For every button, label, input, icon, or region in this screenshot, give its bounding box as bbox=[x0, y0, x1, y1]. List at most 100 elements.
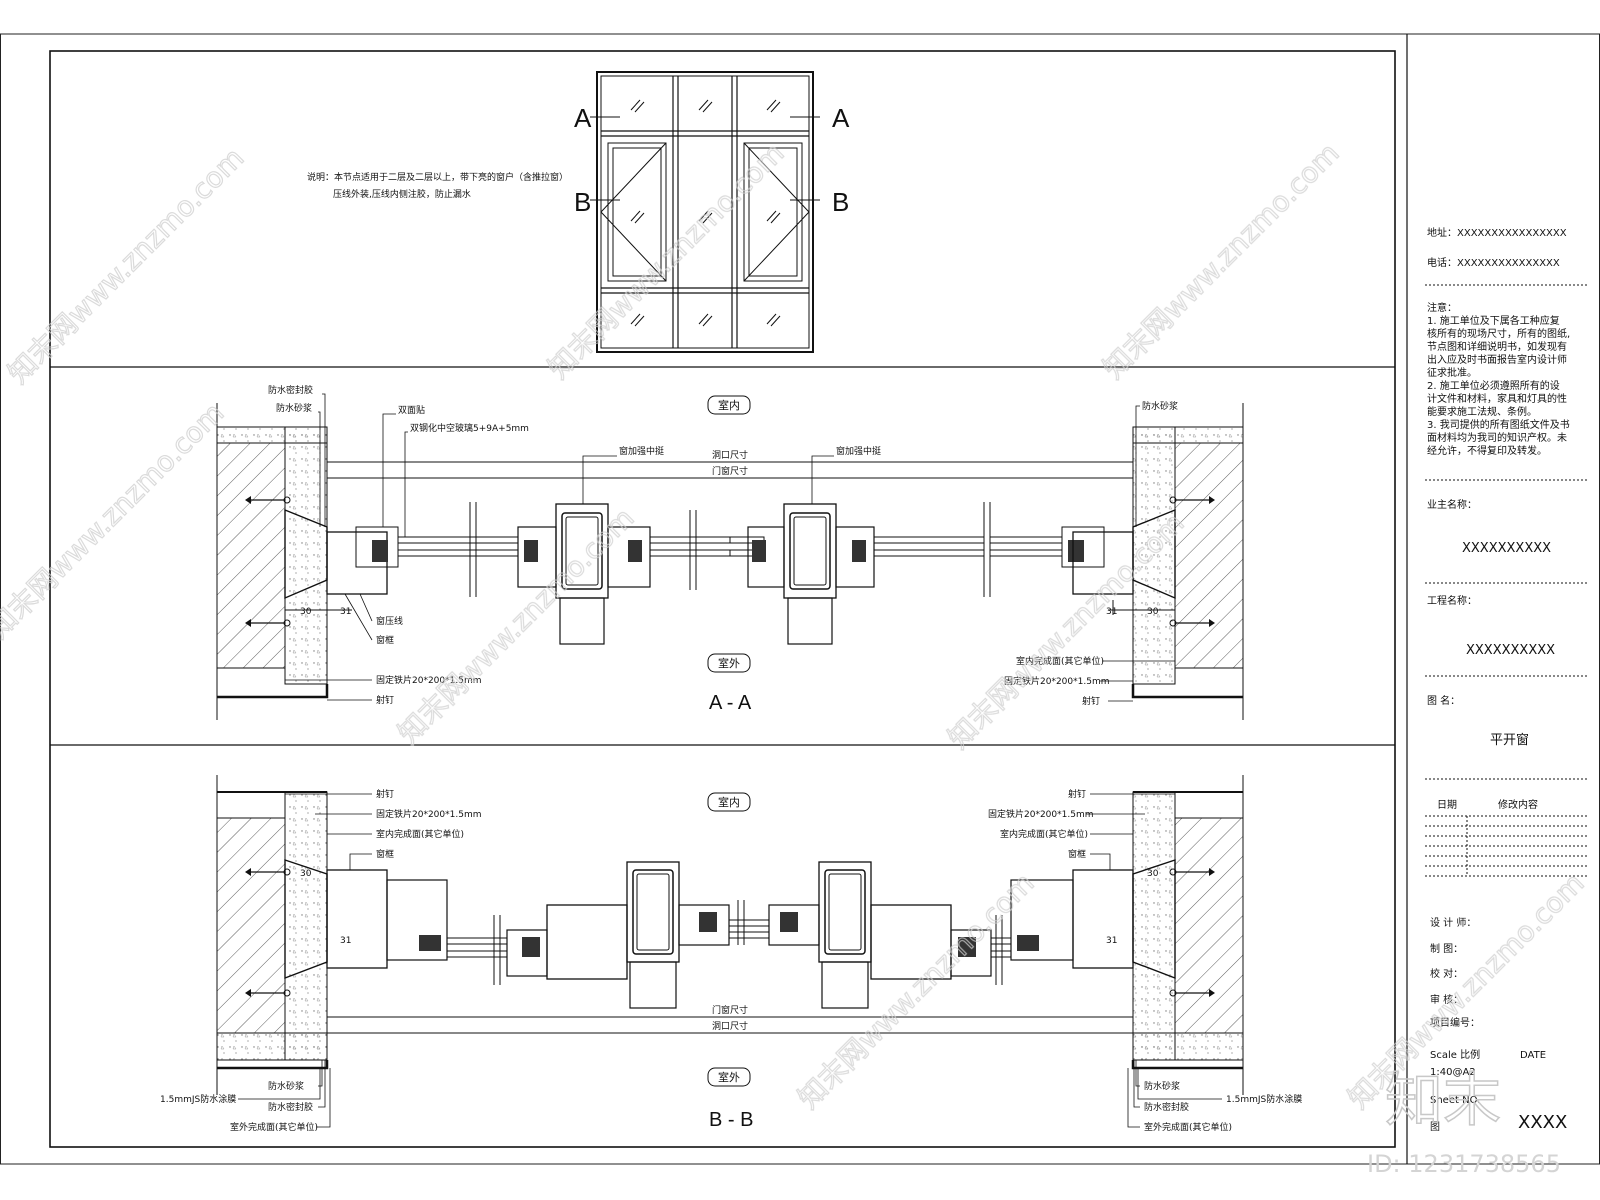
bb-label-rt-1: 固定铁片20*200*1.5mm bbox=[988, 808, 1093, 820]
watermark-text-1: 知末网www.znzmo.com bbox=[2, 141, 251, 390]
drawing-frame bbox=[49, 50, 1396, 1148]
aa-indoor: 室内 bbox=[718, 398, 740, 412]
aa-dim-30-left: 30 bbox=[300, 607, 312, 617]
tb-date-label: DATE bbox=[1520, 1050, 1546, 1061]
bb-label-lt-1: 固定铁片20*200*1.5mm bbox=[376, 808, 481, 820]
section-mark-b-left: B bbox=[574, 187, 591, 217]
aa-label-left-7: 射钉 bbox=[376, 694, 394, 706]
bb-label-rt-2: 室内完成面(其它单位) bbox=[1000, 828, 1088, 840]
watermark-text-4: 知末网www.znzmo.com bbox=[0, 396, 230, 645]
tb-address: 地址：XXXXXXXXXXXXXXXX bbox=[1427, 226, 1567, 239]
bb-label-lb-3: 室外完成面(其它单位) bbox=[230, 1121, 318, 1133]
bb-label-rb-0: 防水砂浆 bbox=[1144, 1080, 1180, 1092]
aa-label-left-2: 双面贴 bbox=[398, 404, 425, 416]
tb-note-5: 征求批准。 bbox=[1427, 366, 1477, 379]
bb-title: B - B bbox=[709, 1109, 753, 1131]
title-block: 地址：XXXXXXXXXXXXXXXX 电话：XXXXXXXXXXXXXXX 注… bbox=[1425, 226, 1588, 1133]
tb-note-8: 能要求施工法规、条例。 bbox=[1427, 405, 1537, 418]
tb-project-label: 工程名称： bbox=[1427, 594, 1477, 607]
aa-label-left-1: 防水砂浆 bbox=[276, 402, 312, 414]
section-bb-labels: 室内 室外 B - B 门窗尺寸 洞口尺寸 射钉 固定铁片20*200*1.5m… bbox=[160, 788, 1302, 1133]
tb-drafter: 制 图： bbox=[1430, 942, 1463, 955]
bb-label-lb-2: 防水密封胶 bbox=[268, 1101, 313, 1113]
aa-label-left-6: 固定铁片20*200*1.5mm bbox=[376, 674, 481, 686]
tb-owner-value: XXXXXXXXXX bbox=[1462, 541, 1551, 556]
bb-label-lt-0: 射钉 bbox=[376, 788, 394, 800]
bb-label-lt-2: 室内完成面(其它单位) bbox=[376, 828, 464, 840]
aa-label-right-0: 防水砂浆 bbox=[1142, 400, 1178, 412]
section-aa-drawing bbox=[216, 403, 1244, 720]
aa-label-right-1: 室内完成面(其它单位) bbox=[1016, 655, 1104, 667]
section-aa-labels: 室内 室外 A - A 防水密封胶 防水砂浆 双面贴 双钢化中空玻璃5+9A+5… bbox=[268, 384, 1178, 714]
aa-title: A - A bbox=[709, 692, 752, 714]
bb-dim-window: 门窗尺寸 bbox=[712, 1004, 748, 1016]
aa-mullion-right: 窗加强中挺 bbox=[836, 445, 881, 457]
tb-scale-value: 1:40@A2 bbox=[1430, 1067, 1476, 1078]
bb-label-lb-0: 防水砂浆 bbox=[268, 1080, 304, 1092]
watermark-logo: 知末 bbox=[1385, 1066, 1501, 1134]
bb-label-rb-3: 室外完成面(其它单位) bbox=[1144, 1121, 1232, 1133]
tb-owner-label: 业主名称： bbox=[1427, 498, 1477, 511]
aa-label-left-3: 双钢化中空玻璃5+9A+5mm bbox=[410, 422, 529, 434]
note-line-1: 说明：本节点适用于二层及二层以上，带下亮的窗户（含推拉窗） bbox=[307, 171, 568, 183]
aa-label-right-2: 固定铁片20*200*1.5mm bbox=[1004, 675, 1109, 687]
tb-sheet-value: XXXX bbox=[1518, 1112, 1567, 1133]
tb-date-col: 日期 bbox=[1437, 799, 1457, 811]
bb-label-rt-0: 射钉 bbox=[1068, 788, 1086, 800]
aa-dim-window: 门窗尺寸 bbox=[712, 465, 748, 477]
tb-revision-col: 修改内容 bbox=[1498, 798, 1538, 811]
section-mark-a-left: A bbox=[574, 103, 592, 133]
aa-dim-31-left: 31 bbox=[340, 607, 351, 617]
tb-fig-label: 图 bbox=[1430, 1121, 1440, 1133]
bb-label-rt-3: 窗框 bbox=[1068, 848, 1086, 860]
bb-label-lt-3: 窗框 bbox=[376, 848, 394, 860]
tb-drawing-value: 平开窗 bbox=[1490, 732, 1529, 748]
aa-dim-opening: 洞口尺寸 bbox=[712, 449, 748, 461]
tb-note-10: 面材料均为我司的知识产权。未 bbox=[1427, 431, 1567, 444]
aa-label-right-3: 射钉 bbox=[1082, 695, 1100, 707]
tb-note-6: 2. 施工单位必须遵照所有的设 bbox=[1427, 379, 1560, 392]
tb-project-value: XXXXXXXXXX bbox=[1466, 643, 1555, 658]
bb-label-rb-2: 防水密封胶 bbox=[1144, 1101, 1189, 1113]
tb-note-7: 计文件和材料，家具和灯具的性 bbox=[1427, 392, 1567, 405]
aa-mullion-left: 窗加强中挺 bbox=[619, 445, 664, 457]
tb-checker: 校 对： bbox=[1430, 967, 1463, 980]
bb-label-rb-1: 1.5mmJS防水涂膜 bbox=[1226, 1093, 1302, 1105]
bb-indoor: 室内 bbox=[718, 795, 740, 809]
tb-note-9: 3. 我司提供的所有图纸文件及书 bbox=[1427, 418, 1570, 431]
section-mark-b-right: B bbox=[832, 187, 849, 217]
watermark-text-5: 知末网www.znzmo.com bbox=[392, 501, 641, 750]
aa-dim-30-right: 30 bbox=[1147, 607, 1159, 617]
tb-phone: 电话：XXXXXXXXXXXXXXX bbox=[1427, 256, 1560, 269]
tb-scale-label: Scale 比例 bbox=[1430, 1048, 1480, 1061]
bb-dim-30-right: 30 bbox=[1147, 869, 1159, 879]
aa-outdoor: 室外 bbox=[718, 656, 740, 670]
tb-note-11: 经允许，不得复印及转发。 bbox=[1427, 444, 1547, 457]
bb-dim-30-left: 30 bbox=[300, 869, 312, 879]
tb-note-2: 核所有的现场尺寸，所有的图纸, bbox=[1427, 327, 1570, 340]
bb-outdoor: 室外 bbox=[718, 1070, 740, 1084]
section-mark-a-right: A bbox=[832, 103, 850, 133]
tb-note-1: 1. 施工单位及下属各工种应复 bbox=[1427, 314, 1560, 327]
bb-dim-31-right: 31 bbox=[1106, 936, 1117, 946]
bb-dim-opening: 洞口尺寸 bbox=[712, 1020, 748, 1032]
aa-label-left-0: 防水密封胶 bbox=[268, 384, 313, 396]
tb-note-4: 出入应及时书面报告室内设计师 bbox=[1427, 353, 1567, 366]
note-line-2: 压线外装,压线内侧注胶，防止漏水 bbox=[333, 188, 471, 200]
watermark-text-3: 知末网www.znzmo.com bbox=[1097, 136, 1346, 385]
tb-designer: 设 计 师： bbox=[1430, 916, 1476, 929]
aa-dim-31-right: 31 bbox=[1106, 607, 1117, 617]
tb-note-0: 注意： bbox=[1427, 301, 1457, 314]
bb-dim-31-left: 31 bbox=[340, 936, 351, 946]
tb-reviewer: 审 核： bbox=[1430, 993, 1463, 1006]
tb-drawing-label: 图 名： bbox=[1427, 694, 1460, 707]
window-elevation: A A B B bbox=[574, 71, 850, 353]
tb-note-3: 节点图和详细说明书，如发现有 bbox=[1427, 340, 1567, 353]
watermark-id: ID: 1231738565 bbox=[1367, 1150, 1561, 1178]
section-bb-drawing bbox=[216, 775, 1244, 1095]
bb-label-lb-1: 1.5mmJS防水涂膜 bbox=[160, 1093, 236, 1105]
aa-label-left-5: 窗框 bbox=[376, 634, 394, 646]
tb-sheet-label: Sheet NO. bbox=[1430, 1095, 1480, 1106]
aa-label-left-4: 窗压线 bbox=[376, 615, 403, 627]
